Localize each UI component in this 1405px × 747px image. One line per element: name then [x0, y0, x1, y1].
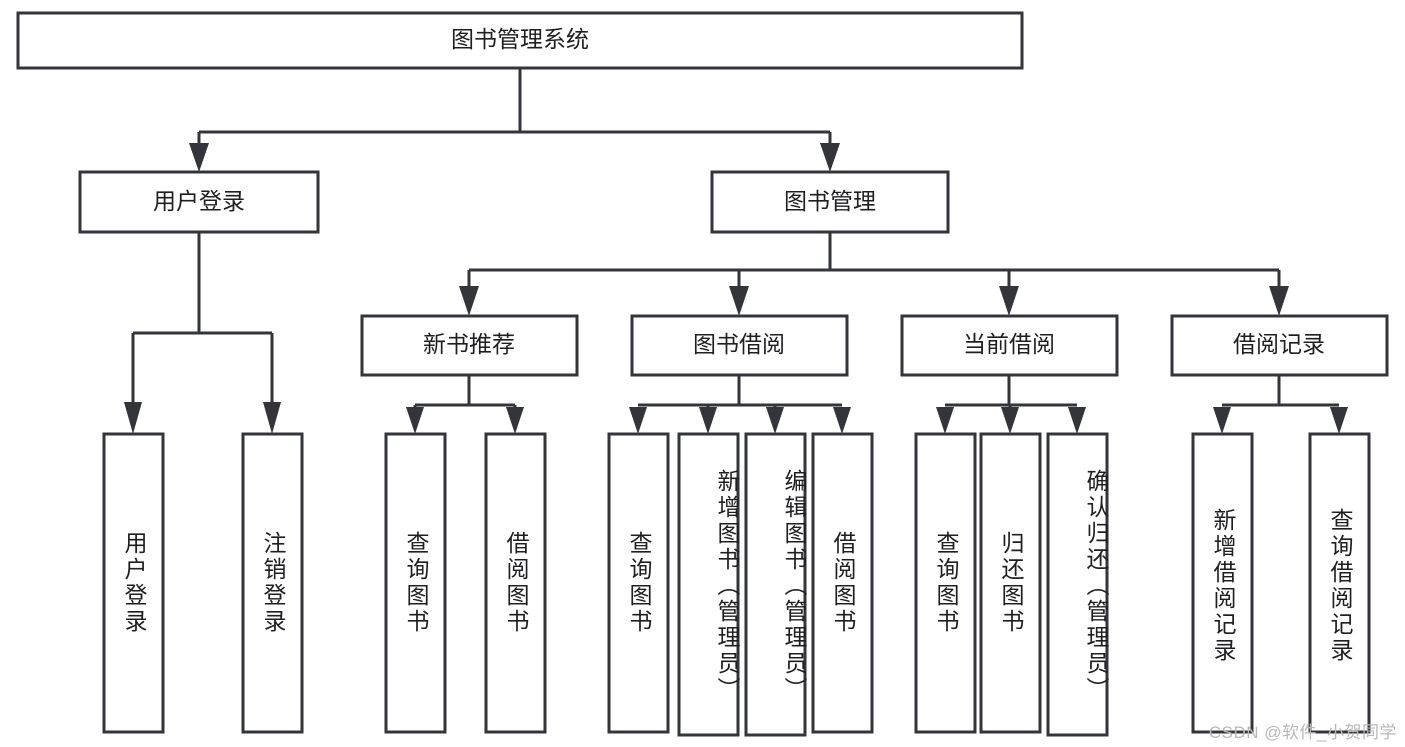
- arrow-node-book-borrow: [729, 286, 749, 316]
- arrow-node-borrow-record: [1269, 286, 1289, 316]
- arrow-leaf-query-book-2: [629, 407, 647, 434]
- node-book-borrow-label: 图书借阅: [693, 331, 785, 357]
- node-book-manage-label: 图书管理: [784, 188, 876, 214]
- node-root[interactable]: 图书管理系统: [16, 11, 1024, 70]
- node-current-borrow-box[interactable]: [900, 314, 1119, 377]
- leaf-box-add-book[interactable]: [677, 432, 740, 737]
- arrow-leaf-edit-book: [766, 407, 784, 434]
- leaf-box-add-record[interactable]: [1191, 432, 1254, 734]
- arrow-leaf-return-book: [1001, 407, 1019, 434]
- arrow-leaf-borrow-book-1: [506, 407, 524, 434]
- arrow-node-new-book-recommend: [459, 286, 479, 316]
- arrow-leaf-confirm-return: [1068, 407, 1086, 434]
- node-new-book-recommend[interactable]: 新书推荐: [360, 314, 579, 377]
- arrow-leaf-borrow-book-2: [833, 407, 851, 434]
- node-book-borrow[interactable]: 图书借阅: [630, 314, 849, 377]
- arrow-leaf-add-record: [1213, 407, 1231, 434]
- leaf-box-user-logout[interactable]: [241, 432, 304, 734]
- node-current-borrow[interactable]: 当前借阅: [900, 314, 1119, 377]
- leaf-box-user-login[interactable]: [102, 432, 165, 734]
- leaf-box-confirm-return[interactable]: [1046, 432, 1109, 737]
- node-new-book-recommend-label: 新书推荐: [423, 331, 515, 357]
- node-user-login[interactable]: 用户登录: [78, 170, 320, 234]
- arrow-leaf-query-book-3: [936, 407, 954, 434]
- node-book-manage[interactable]: 图书管理: [710, 170, 950, 234]
- node-book-manage-box[interactable]: [710, 170, 950, 234]
- node-root-box[interactable]: [16, 11, 1024, 70]
- node-borrow-record-label: 借阅记录: [1233, 331, 1325, 357]
- leaf-box-edit-book[interactable]: [744, 432, 807, 737]
- leaf-box-query-book-1[interactable]: [384, 432, 447, 734]
- arrow-leaf-user-login: [124, 402, 142, 434]
- arrow-level1-user-login: [189, 143, 209, 172]
- node-book-borrow-box[interactable]: [630, 314, 849, 377]
- node-root-label: 图书管理系统: [451, 26, 589, 52]
- arrow-leaf-user-logout: [263, 402, 281, 434]
- leaf-box-return-book[interactable]: [979, 432, 1042, 734]
- csdn-watermark: CSDN @软件_小贺同学: [1208, 723, 1397, 742]
- arrow-leaf-add-book: [699, 407, 717, 434]
- node-current-borrow-label: 当前借阅: [963, 331, 1055, 357]
- node-new-book-recommend-box[interactable]: [360, 314, 579, 377]
- node-borrow-record-box[interactable]: [1170, 314, 1389, 377]
- arrow-leaf-query-record: [1330, 407, 1348, 434]
- leaf-box-query-book-2[interactable]: [607, 432, 670, 734]
- arrow-level1-book-manage: [820, 143, 840, 172]
- node-user-login-label: 用户登录: [153, 188, 245, 214]
- leaf-box-borrow-book-2[interactable]: [811, 432, 874, 734]
- leaf-box-query-book-3[interactable]: [914, 432, 977, 734]
- arrow-node-current-borrow: [999, 286, 1019, 316]
- arrow-leaf-query-book-1: [406, 407, 424, 434]
- leaf-box-query-record[interactable]: [1308, 432, 1371, 734]
- node-borrow-record[interactable]: 借阅记录: [1170, 314, 1389, 377]
- leaf-box-borrow-book-1[interactable]: [484, 432, 547, 734]
